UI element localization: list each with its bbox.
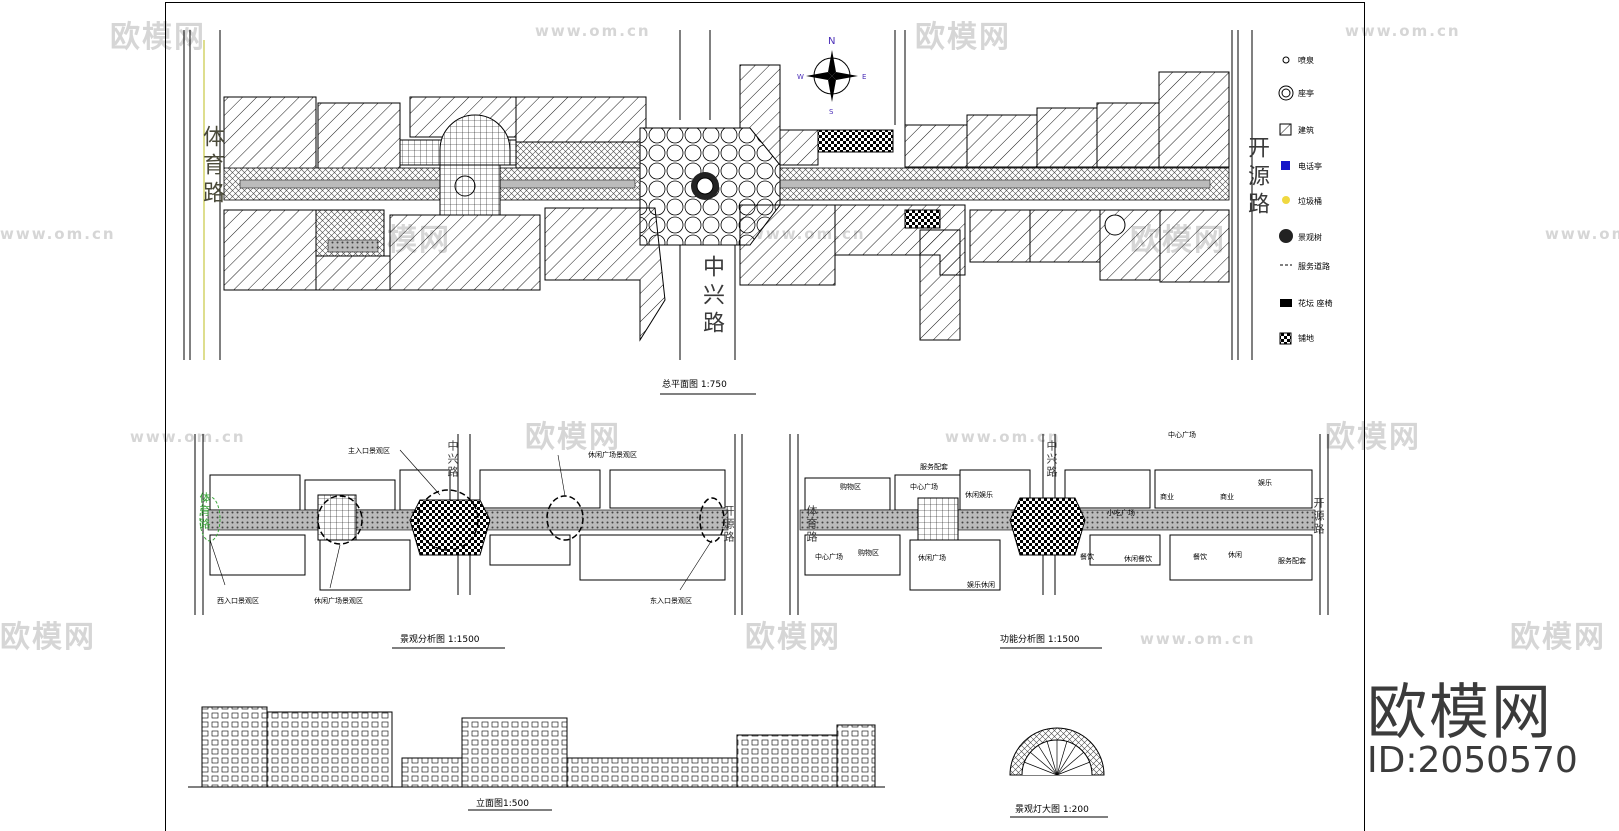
function-annotation: 服务配套 [1278,557,1306,565]
function-annotation: 休闲 [1228,551,1242,559]
landscape-road-west: 体育路 [198,492,211,531]
function-annotation: 休闲娱乐 [965,491,993,499]
compass-icon: N S E W [797,36,866,116]
function-annotation: 娱乐 [1258,479,1272,487]
drawing-sheet [165,2,1365,831]
function-analysis-plan [789,434,1329,649]
legend-label: 建筑 [1298,126,1314,135]
landscape-analysis-plan [194,434,743,649]
elevation-caption: 立面图1:500 [476,799,529,809]
legend-label: 垃圾桶 [1298,197,1322,206]
function-annotation: 服务配套 [920,463,948,471]
function-annotation: 休闲餐饮 [1124,555,1152,563]
brand-id: ID:2050570 [1367,740,1578,781]
function-annotation: 休闲广场 [918,554,946,562]
compass-s: S [829,108,834,116]
function-annotation: 娱乐休闲 [967,581,995,589]
legend-icons [1278,56,1294,345]
landscape-road-center: 中兴路 [446,440,459,479]
legend-label: 景观树 [1298,233,1322,242]
legend-label: 电话亭 [1298,162,1322,171]
landscape-annotation: 主入口景观区 [348,447,390,455]
street-elevation [188,706,885,811]
landscape-road-east: 开源路 [722,505,735,544]
compass-e: E [862,73,866,81]
landscape-annotation: 东入口景观区 [650,597,692,605]
function-annotation: 餐饮 [1193,553,1207,561]
function-annotation: 商业 [1160,493,1174,501]
function-plan-caption: 功能分析图 1:1500 [1000,635,1080,645]
landscape-annotation: 休闲广场景观区 [314,597,363,605]
master-plan: N S E W [183,30,1253,395]
lamp-detail [1009,727,1108,818]
legend-label: 花坛 座椅 [1298,299,1333,308]
landscape-annotation: 西入口景观区 [217,597,259,605]
legend-label: 喷泉 [1298,56,1314,65]
road-label-center: 中兴路 [699,255,724,339]
road-label-west: 体育路 [199,125,224,209]
legend-label: 座亭 [1298,89,1314,98]
function-annotation: 购物区 [840,483,861,491]
landscape-annotation: 休闲广场景观区 [588,451,637,459]
function-annotation: 购物区 [858,549,879,557]
function-road-east: 开源路 [1312,497,1325,536]
function-annotation: 小吃广场 [1107,509,1135,517]
master-plan-caption: 总平面图 1:750 [662,380,727,390]
compass-w: W [797,73,804,81]
function-annotation: 中心广场 [815,553,843,561]
function-annotation: 餐饮 [1080,553,1094,561]
function-annotation: 中心广场 [1168,431,1196,439]
landscape-plan-caption: 景观分析图 1:1500 [400,635,480,645]
lamp-detail-caption: 景观灯大图 1:200 [1015,805,1089,815]
function-annotation: 中心广场 [910,483,938,491]
road-label-east: 开源路 [1244,136,1269,220]
compass-n: N [828,36,835,47]
function-annotation: 商业 [1220,493,1234,501]
legend-label: 服务道路 [1298,262,1330,271]
brand-name: 欧模网 [1367,678,1553,748]
legend-label: 铺地 [1298,334,1314,343]
function-road-center: 中兴路 [1045,440,1058,479]
function-road-west: 体育路 [805,505,818,544]
